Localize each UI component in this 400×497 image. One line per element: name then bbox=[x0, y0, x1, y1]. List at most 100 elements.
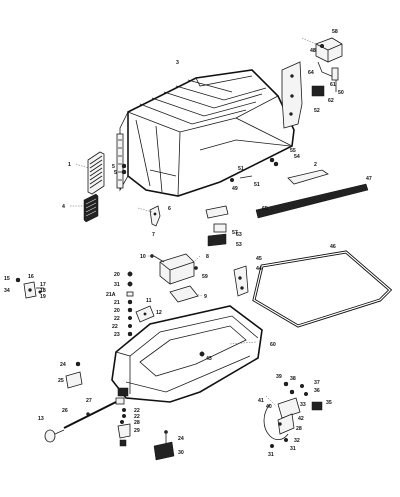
label-9: 9 bbox=[204, 294, 207, 300]
label-24-lower: 24 bbox=[178, 436, 184, 442]
label-21a: 21A bbox=[106, 292, 116, 298]
label-19: 19 bbox=[40, 294, 46, 300]
rear-latch-assembly bbox=[311, 37, 343, 97]
label-24: 24 bbox=[60, 362, 66, 368]
latch-bracket bbox=[149, 205, 161, 227]
cowl-seal-gasket bbox=[252, 250, 393, 328]
label-35: 35 bbox=[326, 400, 332, 406]
label-46: 46 bbox=[330, 244, 336, 250]
latch-handle bbox=[233, 265, 249, 297]
label-53: 53 bbox=[236, 242, 242, 248]
label-29: 29 bbox=[134, 428, 140, 434]
box-screw bbox=[150, 254, 165, 263]
label-37: 37 bbox=[314, 380, 320, 386]
label-47: 47 bbox=[366, 176, 372, 182]
label-25: 25 bbox=[58, 378, 64, 384]
front-trim-plate bbox=[205, 205, 229, 247]
label-11: 11 bbox=[146, 298, 152, 304]
label-21: 21 bbox=[114, 300, 120, 306]
label-38: 38 bbox=[290, 376, 296, 382]
label-34: 34 bbox=[4, 288, 10, 294]
label-40: 40 bbox=[266, 404, 272, 410]
label-13: 13 bbox=[38, 416, 44, 422]
label-15: 15 bbox=[4, 276, 10, 282]
label-5-b: 5 bbox=[114, 170, 117, 176]
throttle-linkage bbox=[15, 277, 44, 299]
label-31: 31 bbox=[114, 282, 120, 288]
label-43: 43 bbox=[206, 356, 212, 362]
motor-cover bbox=[116, 69, 295, 197]
label-60: 60 bbox=[270, 342, 276, 348]
label-22a: 22 bbox=[112, 324, 118, 330]
label-49: 49 bbox=[232, 186, 238, 192]
label-28-right: 28 bbox=[296, 426, 302, 432]
label-41: 41 bbox=[258, 398, 264, 404]
label-22: 22 bbox=[114, 316, 120, 322]
cover-screws bbox=[121, 157, 279, 175]
label-18: 18 bbox=[40, 288, 46, 294]
label-16: 16 bbox=[28, 274, 34, 280]
label-50: 50 bbox=[338, 90, 344, 96]
label-58: 58 bbox=[332, 29, 338, 35]
label-51-b: 51 bbox=[254, 182, 260, 188]
label-61: 61 bbox=[330, 82, 336, 88]
box-pad bbox=[169, 285, 199, 303]
label-23-lower: 22 bbox=[134, 414, 140, 420]
shift-rod bbox=[63, 401, 117, 429]
label-5: 5 bbox=[112, 164, 115, 170]
label-20: 20 bbox=[114, 272, 120, 278]
label-10: 10 bbox=[140, 254, 146, 260]
side-trim-strip bbox=[255, 169, 369, 219]
label-36: 36 bbox=[314, 388, 320, 394]
label-48: 48 bbox=[310, 48, 316, 54]
label-65: 65 bbox=[262, 206, 268, 212]
lower-bracket-hardware bbox=[117, 407, 131, 447]
bracket-49-51 bbox=[229, 175, 253, 183]
label-64: 64 bbox=[308, 70, 314, 76]
label-30: 30 bbox=[178, 450, 184, 456]
label-7: 7 bbox=[152, 232, 155, 238]
rear-mounting-bracket bbox=[281, 61, 303, 129]
label-20-b: 20 bbox=[114, 308, 120, 314]
label-51: 51 bbox=[238, 166, 244, 172]
label-23: 23 bbox=[114, 332, 120, 338]
label-39: 39 bbox=[276, 374, 282, 380]
label-8: 8 bbox=[206, 254, 209, 260]
label-33: 33 bbox=[300, 402, 306, 408]
label-44: 44 bbox=[256, 266, 262, 272]
label-55: 55 bbox=[290, 148, 296, 154]
shift-knob bbox=[44, 429, 65, 443]
label-52: 52 bbox=[314, 108, 320, 114]
electrical-box bbox=[159, 253, 198, 285]
vent-grille bbox=[83, 193, 99, 223]
lower-motor-pan bbox=[111, 305, 263, 405]
side-vent-grille bbox=[87, 151, 105, 195]
label-45: 45 bbox=[256, 256, 262, 262]
label-17: 17 bbox=[40, 282, 46, 288]
left-bracket-24-25 bbox=[65, 361, 83, 389]
bracket-11-12 bbox=[135, 305, 155, 323]
label-42: 42 bbox=[298, 416, 304, 422]
part-number-labels: 1 5 5 3 4 6 7 58 48 64 61 50 62 52 55 54… bbox=[4, 29, 372, 458]
label-28: 28 bbox=[134, 420, 140, 426]
lower-switch-box bbox=[153, 430, 175, 461]
leader-lines bbox=[70, 37, 317, 407]
label-3: 3 bbox=[176, 60, 179, 66]
label-63: 63 bbox=[236, 232, 242, 238]
label-54: 54 bbox=[294, 154, 300, 160]
label-57: 57 bbox=[232, 230, 238, 236]
label-6: 6 bbox=[168, 206, 171, 212]
label-59: 59 bbox=[202, 274, 208, 280]
label-26: 26 bbox=[62, 408, 68, 414]
label-31-right: 31 bbox=[268, 452, 274, 458]
label-31-right-b: 31 bbox=[290, 446, 296, 452]
starter-switch-assembly bbox=[263, 381, 323, 449]
label-32: 32 bbox=[294, 438, 300, 444]
fastener-stack bbox=[126, 271, 134, 337]
label-2: 2 bbox=[314, 162, 317, 168]
label-1: 1 bbox=[68, 162, 71, 168]
label-22-lower: 22 bbox=[134, 408, 140, 414]
label-62: 62 bbox=[328, 98, 334, 104]
label-4: 4 bbox=[62, 204, 65, 210]
